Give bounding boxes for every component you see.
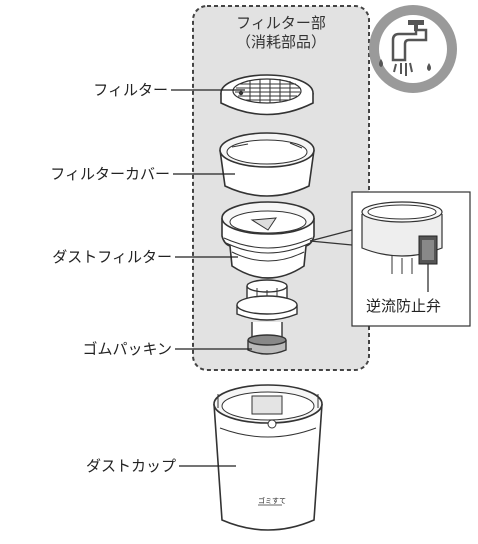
consumable-group-title: フィルター部 （消耗部品） <box>193 14 369 52</box>
label-filter-cover: フィルターカバー <box>50 165 170 183</box>
dust-cup-marking: ゴミすて <box>258 497 287 505</box>
dust-cup-part <box>213 384 323 531</box>
label-dust-filter: ダストフィルター <box>52 248 172 266</box>
label-dust-cup: ダストカップ <box>85 457 176 475</box>
rubber-packing-part <box>247 322 287 355</box>
filter-stem <box>236 279 298 321</box>
faucet-water-icon <box>369 5 457 93</box>
label-filter: フィルター <box>93 81 168 99</box>
group-title-text: フィルター部 <box>236 14 326 32</box>
check-valve-inset <box>351 191 471 327</box>
filter-part <box>220 74 314 116</box>
label-rubber-packing: ゴムパッキン <box>82 340 172 358</box>
dust-filter-part <box>221 201 315 279</box>
label-check-valve: 逆流防止弁 <box>366 297 442 315</box>
filter-cover-part <box>219 132 315 197</box>
group-subtitle-text: （消耗部品） <box>235 33 326 51</box>
